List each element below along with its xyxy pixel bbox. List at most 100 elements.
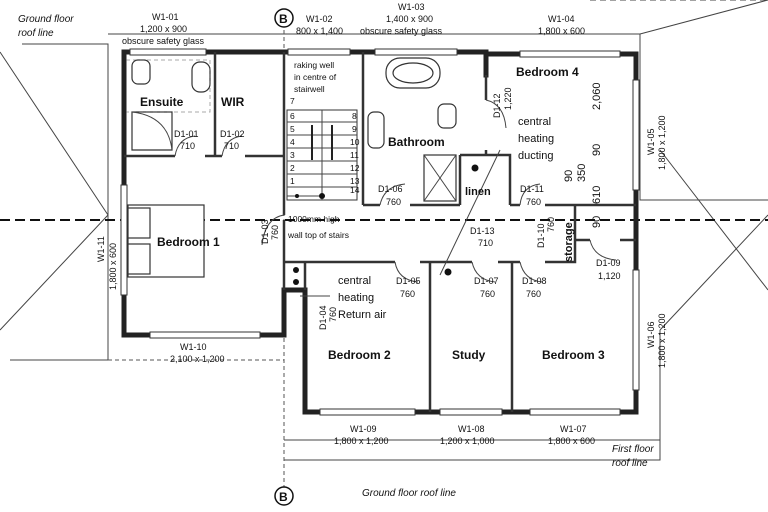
door-d1-05-id: D1-05 <box>396 276 421 286</box>
step-12: 12 <box>350 163 360 173</box>
door-d1-11-id: D1-11 <box>520 184 544 194</box>
window-w1-10-size: 2,100 x 1,200 <box>170 354 225 364</box>
dim-90-b: 90 <box>563 170 575 182</box>
note-wall-top-2: wall top of stairs <box>287 230 349 240</box>
bed-fixture <box>127 204 205 278</box>
door-d1-11-size: 760 <box>526 197 541 207</box>
room-study: Study <box>452 348 486 362</box>
step-7: 7 <box>290 96 295 106</box>
step-14: 14 <box>350 185 360 195</box>
note-first-roof-a: First floor <box>612 444 654 455</box>
step-1: 1 <box>290 176 295 186</box>
door-swings <box>174 99 617 297</box>
step-9: 9 <box>352 124 357 134</box>
room-linen: linen <box>465 186 491 198</box>
window-w1-01-size: 1,200 x 900 <box>140 24 187 34</box>
note-heating-ducting-3: ducting <box>518 150 553 162</box>
window-w1-09-size: 1,800 x 1,200 <box>334 436 389 446</box>
bathroom-fixtures <box>367 57 457 202</box>
note-heating-ducting-1: central <box>518 116 551 128</box>
room-bedroom-3: Bedroom 3 <box>542 348 605 362</box>
window-w1-02-id: W1-02 <box>306 14 333 24</box>
room-bedroom-1: Bedroom 1 <box>157 235 220 249</box>
section-marker-top: B <box>279 12 288 26</box>
roof-lines <box>0 0 768 461</box>
door-d1-10-id: D1-10 <box>536 223 546 248</box>
window-w1-04-size: 1,800 x 600 <box>538 26 585 36</box>
note-ground-roof-b: roof line <box>18 28 54 39</box>
window-w1-09-id: W1-09 <box>350 424 377 434</box>
interior-walls <box>124 52 636 412</box>
door-d1-04-id: D1-04 <box>318 305 328 330</box>
note-heating-return-1: central <box>338 275 371 287</box>
step-3: 3 <box>290 150 295 160</box>
window-w1-04-id: W1-04 <box>548 14 575 24</box>
door-d1-01-id: D1-01 <box>174 129 199 139</box>
window-marks <box>120 48 640 416</box>
step-10: 10 <box>350 137 360 147</box>
window-w1-01-id: W1-01 <box>152 12 179 22</box>
step-8: 8 <box>352 111 357 121</box>
step-13: 13 <box>350 176 360 186</box>
dimension-labels: 2,060 90 350 90 610 90 <box>563 82 603 228</box>
window-w1-07-size: 1,800 x 600 <box>548 436 595 446</box>
door-d1-08-id: D1-08 <box>522 276 547 286</box>
window-w1-05-id: W1-05 <box>646 128 656 155</box>
door-d1-03-id: D1-03 <box>260 219 270 244</box>
notes: raking well in centre of stairwell 1000m… <box>18 14 654 499</box>
note-raking-2: in centre of <box>294 72 337 82</box>
door-d1-04-size: 760 <box>328 307 338 322</box>
door-d1-12-size: 1,220 <box>503 87 513 110</box>
door-labels: D1-01 710 D1-02 710 D1-03 760 D1-04 760 … <box>174 87 621 330</box>
room-labels: Ensuite WIR Bathroom Bedroom 4 Bedroom 1… <box>140 65 605 362</box>
window-w1-03-size: 1,400 x 900 <box>386 14 433 24</box>
door-d1-06-id: D1-06 <box>378 184 403 194</box>
door-d1-08-size: 760 <box>526 289 541 299</box>
window-labels: W1-01 1,200 x 900 obscure safety glass W… <box>96 2 667 446</box>
step-2: 2 <box>290 163 295 173</box>
dim-90-a: 90 <box>591 144 603 156</box>
door-d1-10-size: 760 <box>546 217 556 232</box>
note-raking-1: raking well <box>294 60 334 70</box>
door-d1-07-size: 760 <box>480 289 495 299</box>
stair-step-numbers: 7 6 5 4 3 2 1 8 9 10 11 12 13 14 <box>290 96 360 195</box>
room-bathroom: Bathroom <box>388 135 445 149</box>
door-d1-03-size: 760 <box>270 225 280 240</box>
window-w1-11-size: 1,800 x 600 <box>108 243 118 290</box>
door-d1-13-id: D1-13 <box>470 226 495 236</box>
door-d1-01-size: 710 <box>180 141 195 151</box>
window-w1-08-id: W1-08 <box>458 424 485 434</box>
door-d1-07-id: D1-07 <box>474 276 499 286</box>
window-w1-06-id: W1-06 <box>646 321 656 348</box>
door-d1-02-id: D1-02 <box>220 129 245 139</box>
step-4: 4 <box>290 137 295 147</box>
door-d1-05-size: 760 <box>400 289 415 299</box>
room-ensuite: Ensuite <box>140 95 184 109</box>
dim-2060: 2,060 <box>591 82 603 110</box>
note-heating-return-3: Return air <box>338 309 387 321</box>
note-heating-ducting-2: heating <box>518 133 554 145</box>
dim-350: 350 <box>576 164 588 182</box>
window-w1-07-id: W1-07 <box>560 424 587 434</box>
section-marker-bottom: B <box>279 490 288 504</box>
room-bedroom-4: Bedroom 4 <box>516 65 579 79</box>
window-w1-03-id: W1-03 <box>398 2 425 12</box>
step-5: 5 <box>290 124 295 134</box>
window-w1-06-size: 1,800 x 1,200 <box>657 313 667 368</box>
ensuite-fixtures <box>126 59 211 151</box>
window-w1-10-id: W1-10 <box>180 342 207 352</box>
door-d1-02-size: 710 <box>224 141 239 151</box>
door-d1-13-size: 710 <box>478 238 493 248</box>
step-6: 6 <box>290 111 295 121</box>
window-w1-11-id: W1-11 <box>96 236 106 262</box>
stairwell <box>286 109 358 201</box>
note-wall-top-1: 1000mm high <box>288 214 340 224</box>
note-ground-roof-bottom: Ground floor roof line <box>362 488 456 499</box>
window-w1-01-note: obscure safety glass <box>122 36 205 46</box>
step-11: 11 <box>350 150 359 160</box>
window-w1-08-size: 1,200 x 1,000 <box>440 436 495 446</box>
dim-90-c: 90 <box>591 216 603 228</box>
room-wir: WIR <box>221 95 245 109</box>
note-heating-return-2: heating <box>338 292 374 304</box>
